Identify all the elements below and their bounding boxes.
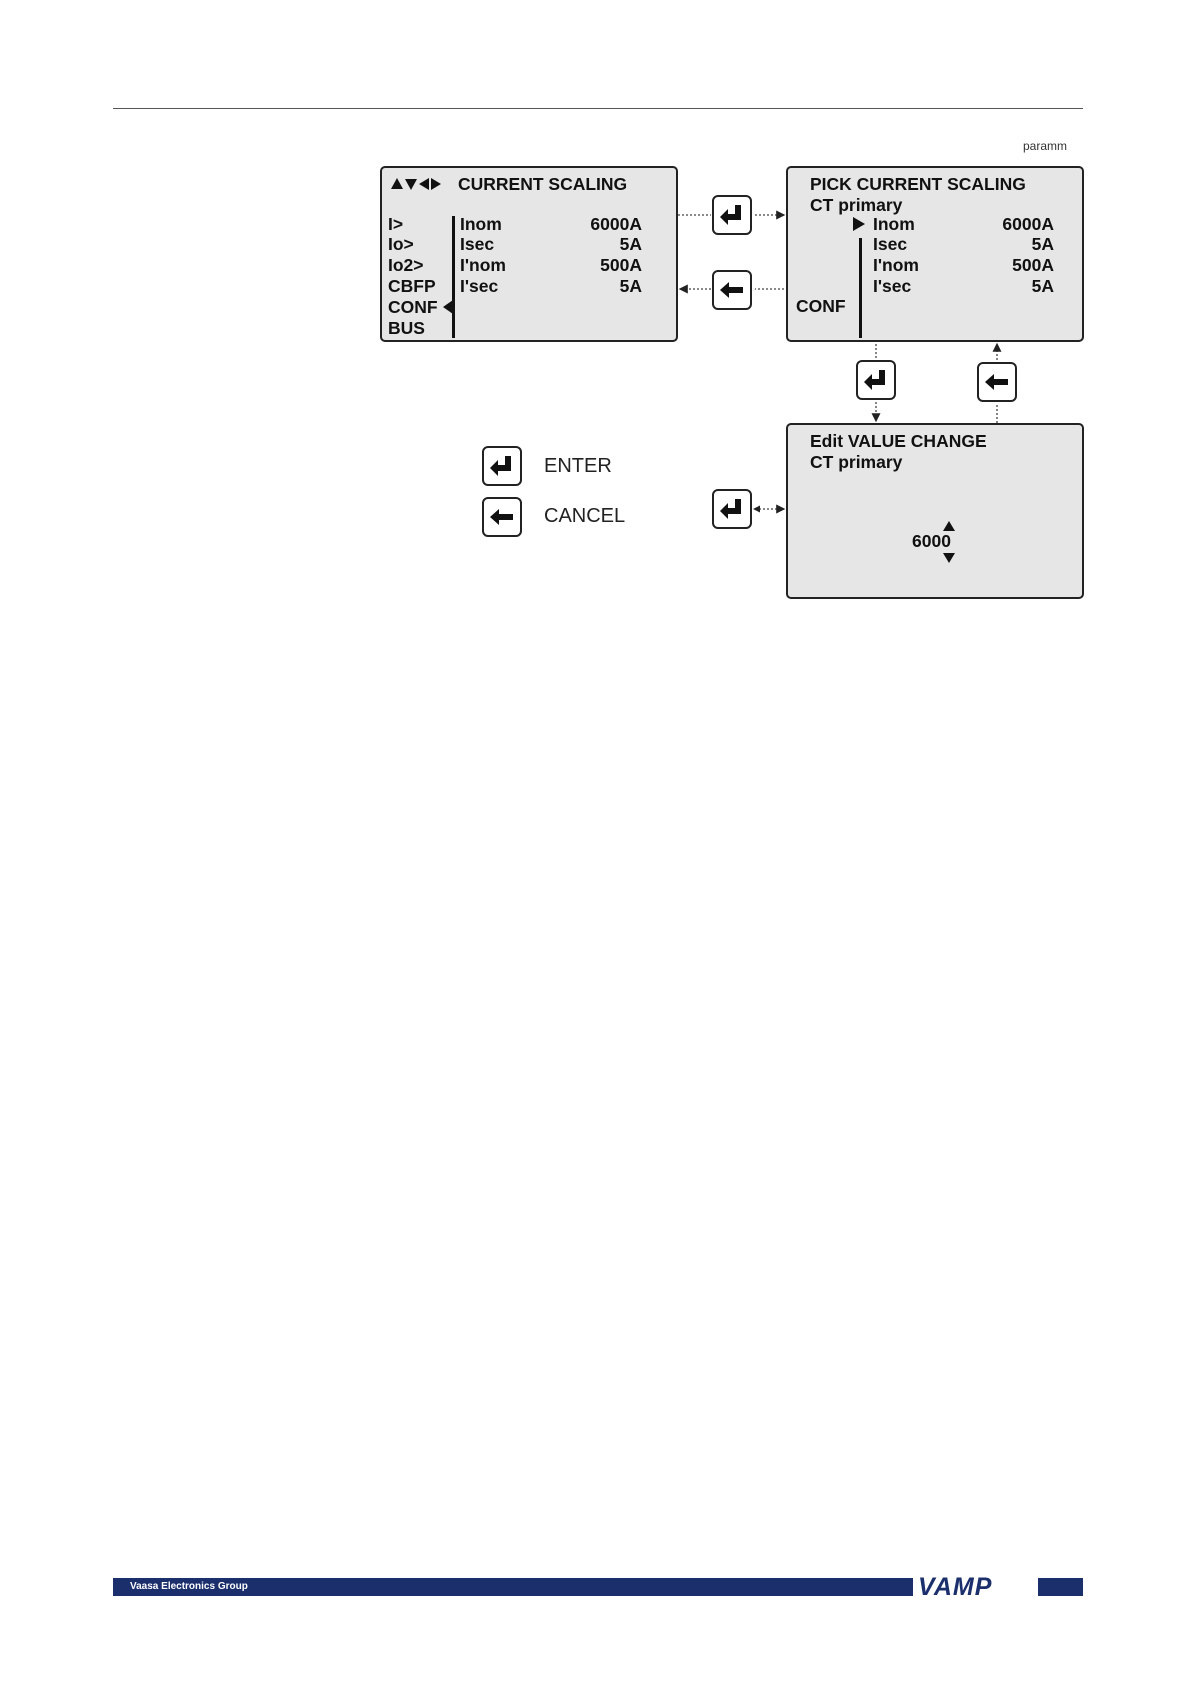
- enter-arrow-icon: [714, 197, 750, 233]
- connector-edit-arrowhead-left: [753, 506, 760, 513]
- enter-key-button[interactable]: [712, 489, 752, 529]
- footer-company: Vaasa Electronics Group: [130, 1580, 248, 1594]
- legend-cancel-label: CANCEL: [544, 505, 625, 528]
- back-arrow-icon: [714, 272, 750, 308]
- enter-arrow-icon: [858, 362, 894, 398]
- legend-enter-key: [482, 446, 522, 486]
- legend-cancel-key: [482, 497, 522, 537]
- enter-arrow-icon: [484, 448, 520, 484]
- legend-enter-label: ENTER: [544, 455, 612, 478]
- enter-key-button[interactable]: [712, 195, 752, 235]
- cancel-key-button[interactable]: [712, 270, 752, 310]
- back-arrow-icon: [484, 499, 520, 535]
- back-arrow-icon: [979, 364, 1015, 400]
- vamp-logo: VAMP: [918, 1573, 992, 1601]
- cancel-key-button[interactable]: [977, 362, 1017, 402]
- enter-arrow-icon: [714, 491, 750, 527]
- enter-key-button[interactable]: [856, 360, 896, 400]
